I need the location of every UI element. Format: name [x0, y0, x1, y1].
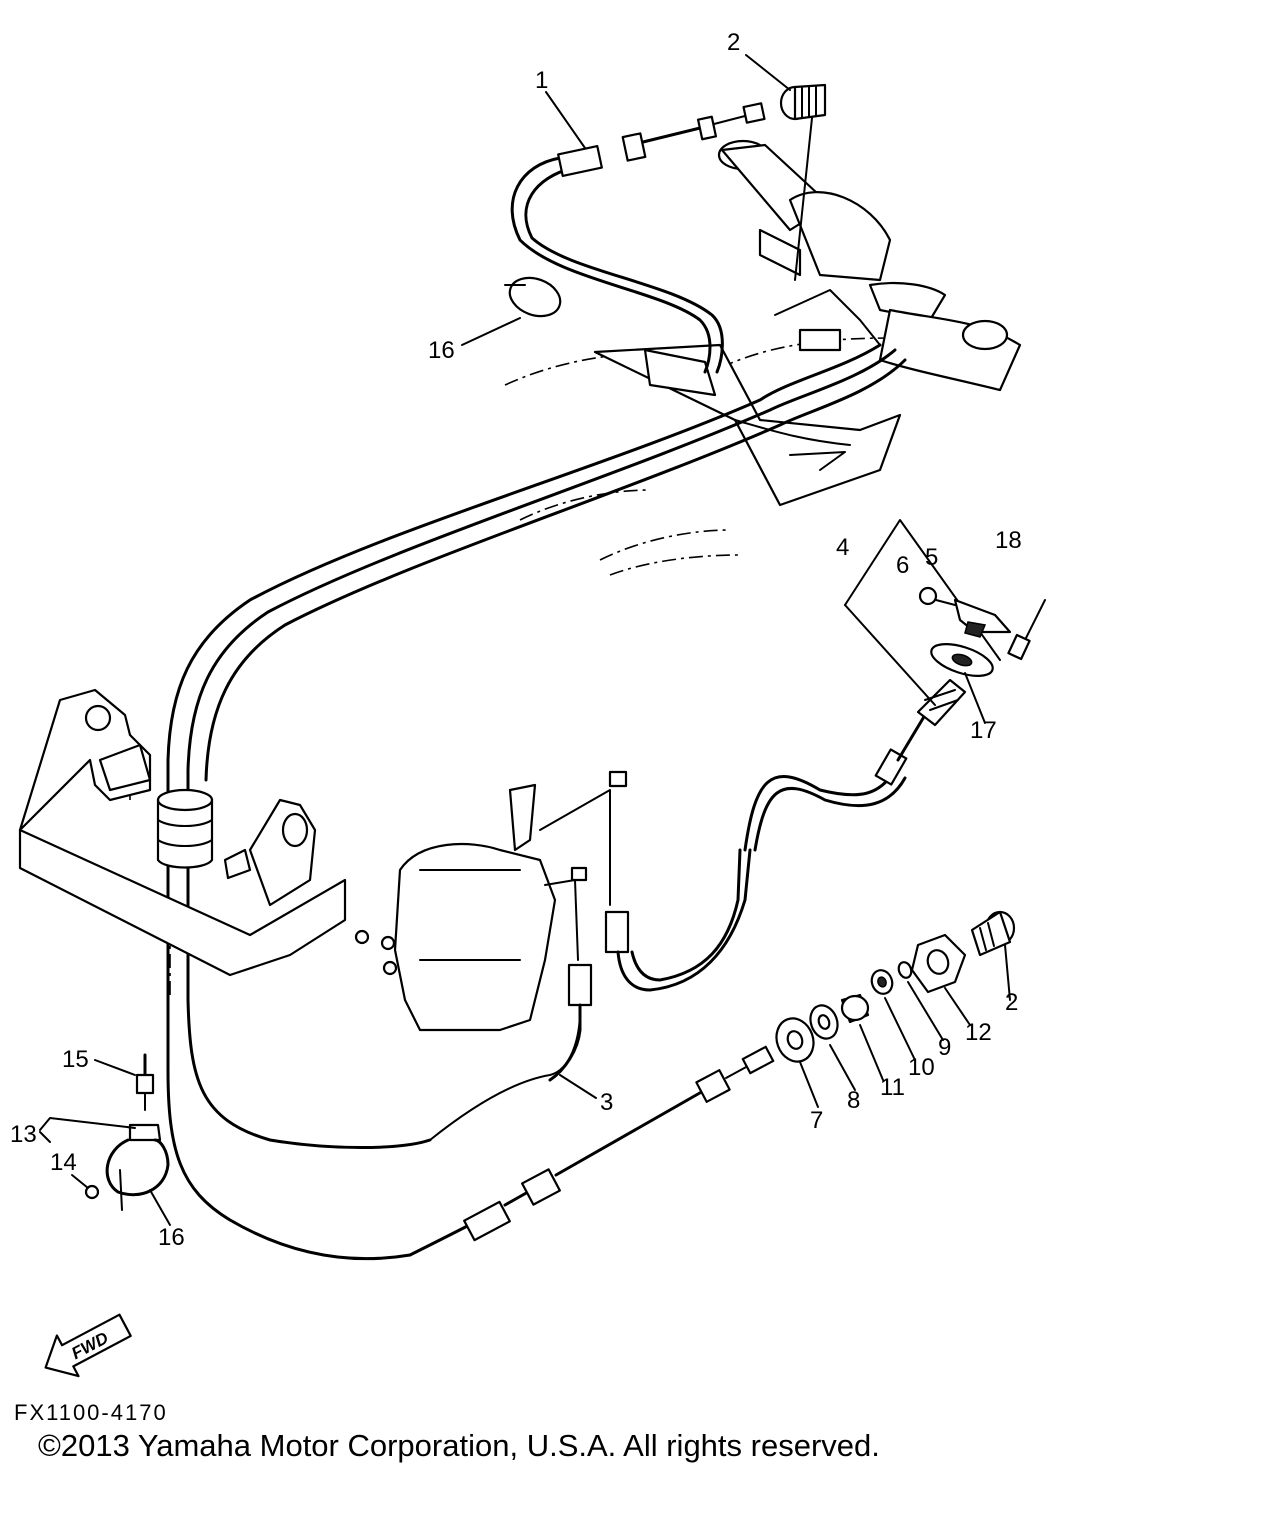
- figure-code: FX1100-4170: [14, 1400, 168, 1425]
- parts-group-cable-end: [775, 910, 1016, 1063]
- callout-11: 11: [880, 1074, 905, 1101]
- callout-2-top: 2: [727, 29, 740, 56]
- mount-bracket: [18, 688, 347, 977]
- callout-12: 12: [965, 1019, 992, 1046]
- callout-13: 13: [10, 1121, 37, 1148]
- callout-17: 17: [970, 717, 997, 744]
- clamp-group: [84, 276, 562, 1211]
- leader-lines: [39, 54, 1011, 1226]
- cable-1-upper: [510, 102, 766, 374]
- parts-group-4: [844, 519, 1046, 706]
- callout-6: 6: [896, 552, 909, 579]
- callout-16-bottom: 16: [158, 1224, 185, 1251]
- callout-9: 9: [938, 1034, 951, 1061]
- handlebar-assembly: [717, 139, 1022, 392]
- leader-2-top: [794, 117, 813, 281]
- copyright-notice: ©2013 Yamaha Motor Corporation, U.S.A. A…: [38, 1428, 880, 1463]
- callout-7: 7: [810, 1107, 823, 1134]
- spring-top: [779, 83, 827, 121]
- callout-3: 3: [600, 1089, 613, 1116]
- callout-15: 15: [62, 1046, 89, 1073]
- callout-5: 5: [925, 544, 938, 571]
- callout-18: 18: [995, 527, 1022, 554]
- cable-lower: [408, 1045, 775, 1257]
- cable-bundle: [166, 343, 907, 1261]
- callout-1: 1: [535, 67, 548, 94]
- carburetor: [354, 770, 752, 1082]
- callout-labels: 1 2 16 4 5 6 18 17 15 13 14 16 3 7 8 11 …: [10, 29, 1022, 1251]
- callout-8: 8: [847, 1087, 860, 1114]
- fwd-arrow: FWD: [44, 1313, 132, 1378]
- callout-10: 10: [908, 1054, 935, 1081]
- callout-14: 14: [50, 1149, 77, 1176]
- callout-2-bottom: 2: [1005, 989, 1018, 1016]
- callout-16-top: 16: [428, 337, 455, 364]
- cable-4: [743, 678, 967, 852]
- callout-4: 4: [836, 534, 849, 561]
- pump-body: [593, 343, 902, 507]
- leader-throttle: [774, 289, 881, 346]
